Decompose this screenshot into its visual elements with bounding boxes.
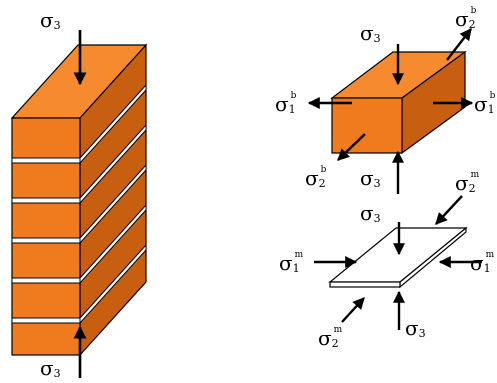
brick-front-face — [331, 97, 403, 154]
label-mortar-left: σ1m — [279, 250, 304, 275]
label-mortar-back: σ2m — [455, 170, 480, 195]
label-mortar-bottom: σ3 — [405, 316, 426, 340]
label-brick-back: σ2b — [455, 6, 477, 31]
mortar-joint — [11, 83, 147, 165]
label-column-bottom: σ3 — [40, 356, 61, 380]
label-brick-front: σ2b — [305, 165, 327, 190]
label-brick-left: σ1b — [275, 91, 297, 116]
label-mortar-front: σ2m — [318, 325, 343, 350]
mortar-joint — [11, 243, 147, 325]
label-brick-top: σ3 — [360, 21, 381, 45]
brick-back-arrow — [446, 28, 472, 61]
mortar-joint — [11, 203, 147, 285]
label-brick-right: σ1b — [474, 91, 496, 116]
masonry-column: σ3 σ3 — [10, 8, 148, 380]
mortar-front-face — [329, 281, 401, 288]
mortar-element: σ3 σ3 σ1m σ1m σ2m σ2m — [279, 170, 495, 350]
mortar-joint — [11, 163, 147, 245]
label-mortar-right: σ1m — [470, 250, 495, 275]
brick-element: σ3 σ3 σ1b σ1b σ2b σ2b — [275, 6, 496, 194]
label-mortar-top: σ3 — [360, 201, 381, 225]
mortar-front-arrow — [341, 297, 365, 323]
label-brick-bottom: σ3 — [360, 166, 381, 190]
mortar-back-arrow — [435, 195, 463, 225]
mortar-joint — [11, 123, 147, 205]
brick-front-arrow — [337, 133, 366, 161]
label-column-top: σ3 — [40, 8, 61, 32]
